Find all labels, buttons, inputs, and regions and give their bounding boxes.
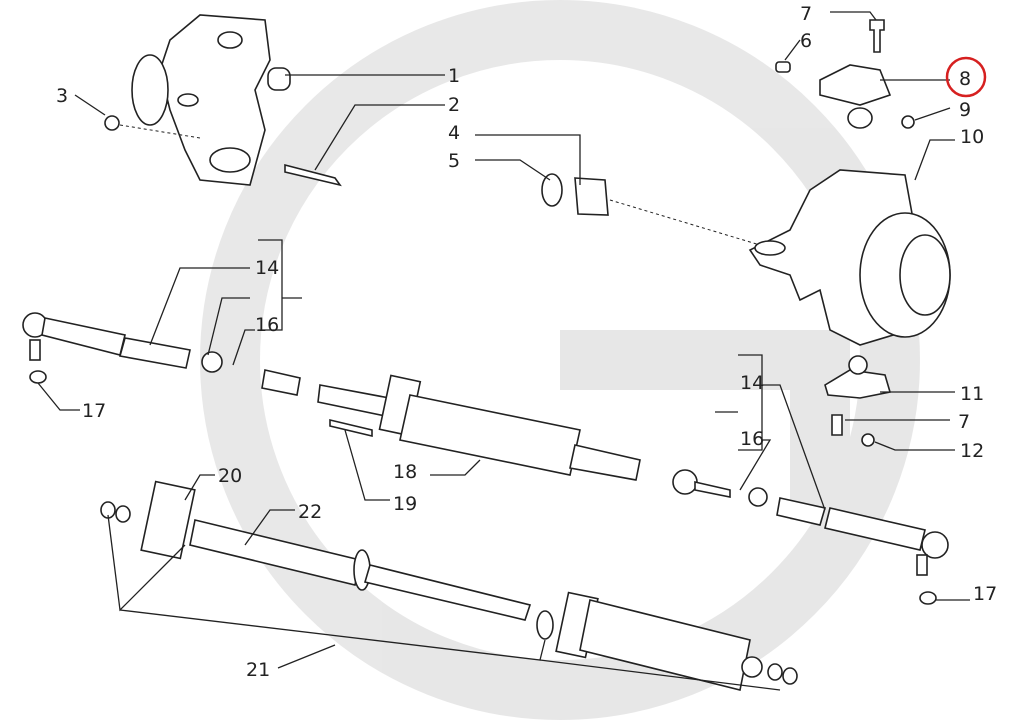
steering-cylinder-lower [100,480,798,691]
callout-6: 6 [800,30,812,52]
callout-16-left: 16 [255,314,279,336]
nut-3 [104,115,120,131]
tie-rod-right [776,497,949,605]
callout-17-right: 17 [973,583,997,605]
callout-21: 21 [246,659,270,681]
watermark-logo [200,0,920,720]
callout-14-right: 14 [740,372,764,394]
callout-3: 3 [56,85,68,107]
callout-4: 4 [448,122,460,144]
callout-18: 18 [393,461,417,483]
callout-5: 5 [448,150,460,172]
callout-2: 2 [448,94,460,116]
callout-19: 19 [393,493,417,515]
tie-rod-left [22,312,301,396]
callout-20: 20 [218,465,242,487]
highlight-ring [945,56,987,98]
steering-cylinder [317,374,768,507]
callout-9: 9 [959,99,971,121]
bushing-4 [574,177,609,216]
leader-lines [37,11,970,691]
callout-7-bottom: 7 [958,411,970,433]
callout-22: 22 [298,501,322,523]
callout-8: 8 [959,68,971,90]
callout-16-right: 16 [740,428,764,450]
callout-7-top: 7 [800,3,812,25]
steering-knuckle-left [131,14,291,186]
ball-joint-8 [819,64,892,106]
callout-14-left: 14 [255,257,279,279]
bolt-2 [284,163,342,187]
callout-11: 11 [960,383,984,405]
callout-10: 10 [960,126,984,148]
seal-5 [541,173,563,207]
callout-12: 12 [960,440,984,462]
steering-knuckle-right [748,169,951,346]
callout-17-left: 17 [82,400,106,422]
callout-1: 1 [448,65,460,87]
